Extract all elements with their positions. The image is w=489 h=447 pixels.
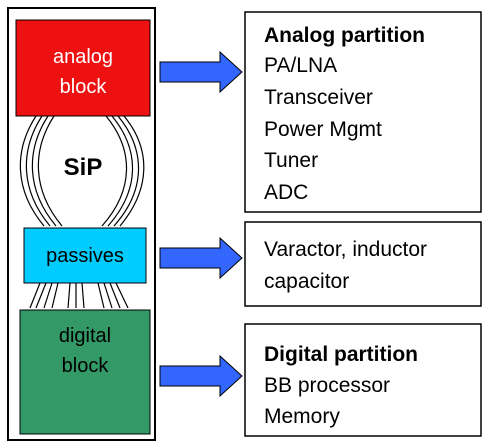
bond-wires-left bbox=[19, 115, 63, 227]
analog-block-label-line2: block bbox=[60, 76, 108, 98]
analog-arrow bbox=[159, 50, 243, 94]
bond-wires-lower bbox=[29, 282, 129, 309]
passives-partition-item: capacitor bbox=[264, 270, 349, 293]
analog-partition-box bbox=[244, 11, 482, 213]
passives-block bbox=[23, 227, 147, 284]
digital-block-label-line2: block bbox=[62, 355, 110, 377]
analog-partition-item: ADC bbox=[264, 181, 308, 204]
passives-arrow bbox=[159, 236, 243, 280]
passives-block-label: passives bbox=[46, 245, 124, 267]
passives-partition-item: Varactor, inductor bbox=[264, 238, 427, 261]
digital-arrow bbox=[159, 354, 243, 398]
analog-partition-item: Tuner bbox=[264, 149, 318, 172]
passives-partition-box bbox=[244, 221, 482, 307]
digital-partition-title: Digital partition bbox=[264, 343, 418, 366]
digital-block bbox=[19, 309, 151, 435]
analog-partition-item: Power Mgmt bbox=[264, 118, 382, 141]
analog-partition-item: Transceiver bbox=[264, 86, 373, 109]
analog-partition-item: PA/LNA bbox=[264, 54, 337, 77]
digital-partition-box bbox=[244, 323, 482, 437]
sip-package-frame bbox=[7, 7, 156, 441]
analog-partition-title: Analog partition bbox=[264, 24, 425, 47]
bond-wires-right bbox=[101, 115, 145, 227]
digital-partition-item: BB processor bbox=[264, 374, 390, 397]
analog-block bbox=[15, 19, 151, 117]
digital-partition-item: Memory bbox=[264, 405, 340, 428]
digital-block-label-line1: digital bbox=[59, 325, 111, 347]
sip-label: SiP bbox=[64, 154, 103, 181]
analog-block-label-line1: analog bbox=[53, 46, 113, 68]
